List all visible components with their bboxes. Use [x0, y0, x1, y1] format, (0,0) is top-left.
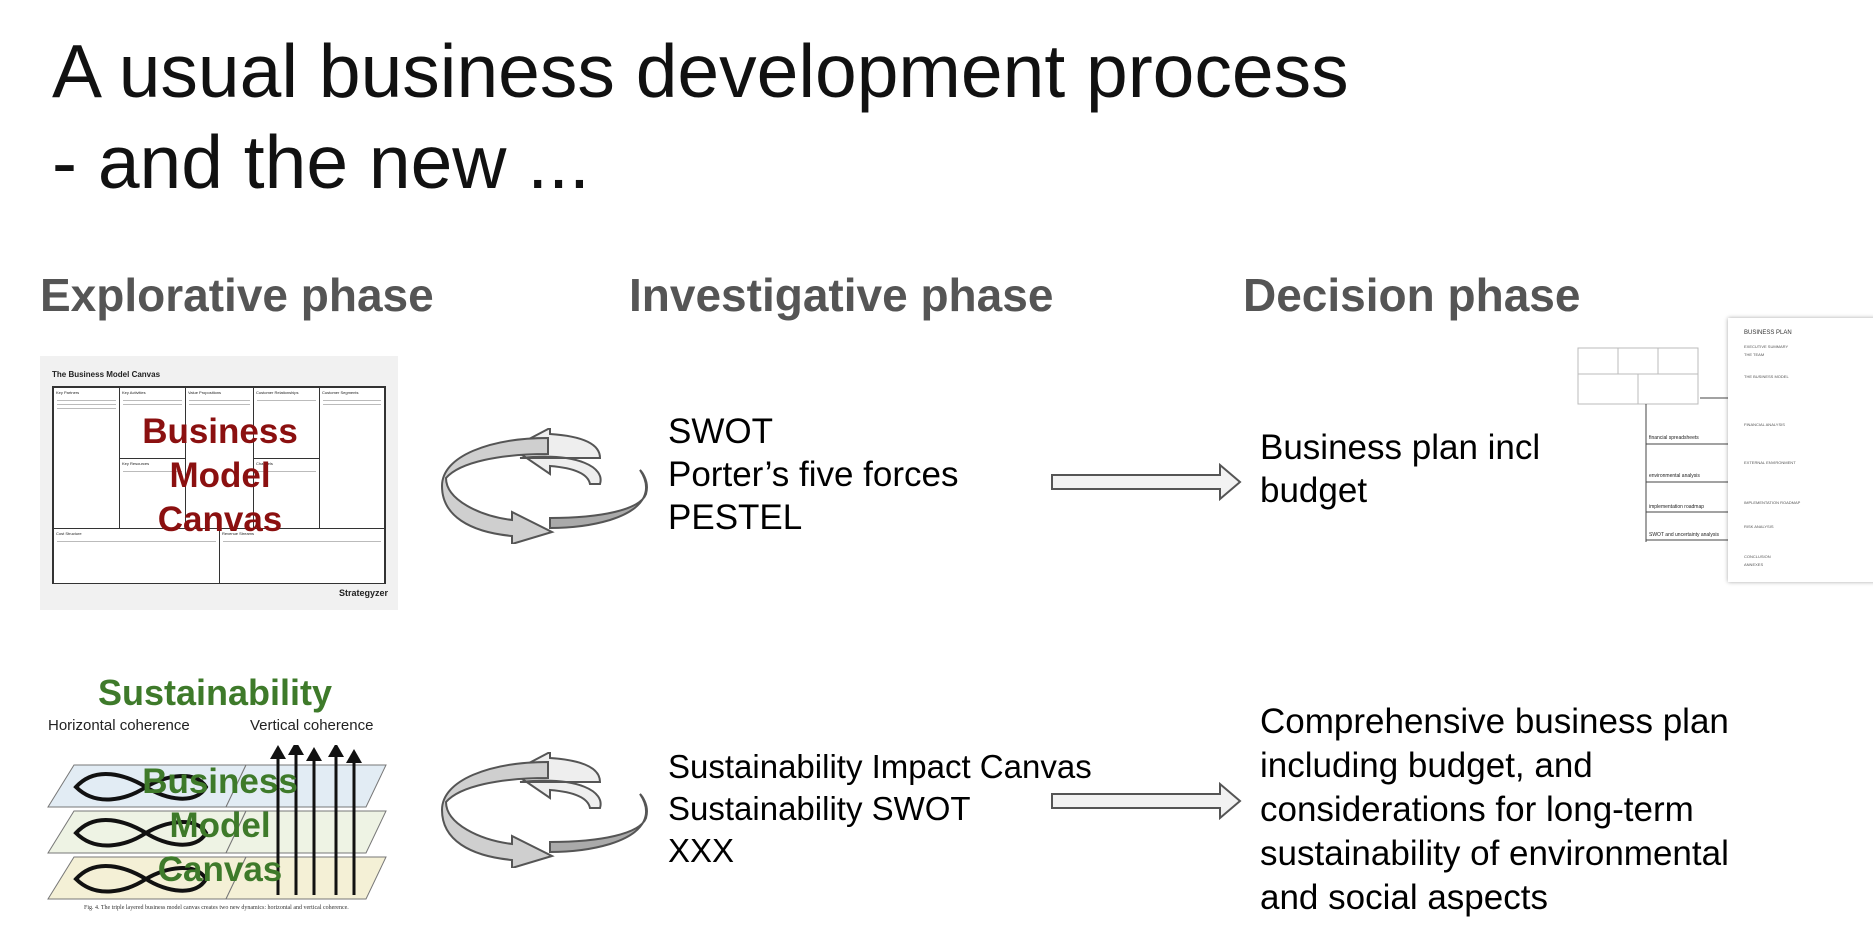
tool-item: XXX [668, 832, 735, 869]
business-model-canvas-image: The Business Model Canvas Key Partners K… [40, 356, 398, 610]
bp-section: THE BUSINESS MODEL [1744, 374, 1789, 379]
overlay-word: Business [142, 412, 298, 451]
business-plan-image: BUSINESS PLAN EXECUTIVE SUMMARY THE TEAM… [1728, 318, 1873, 582]
bp-side-label: financial spreadsheets [1649, 435, 1699, 441]
bp-section: EXECUTIVE SUMMARY [1744, 344, 1789, 349]
bp-side-label: environmental analysis [1649, 473, 1700, 479]
bp-section: CONCLUSION [1744, 554, 1771, 559]
overlay-word: Business [142, 762, 298, 801]
tool-item: Sustainability Impact Canvas [668, 748, 1092, 785]
row2-decision-text: Comprehensive business plan including bu… [1260, 700, 1729, 920]
decision-line: including budget, and [1260, 746, 1593, 785]
tool-item: Porter’s five forces [668, 455, 959, 494]
title-line-2: - and the new ... [52, 120, 590, 204]
overlay-word: Canvas [157, 850, 283, 889]
bp-title: BUSINESS PLAN [1744, 330, 1792, 336]
decision-line: sustainability of environmental [1260, 834, 1729, 873]
row1-tools-list: SWOT Porter’s five forces PESTEL [668, 410, 958, 539]
slide-title: A usual business development process - a… [52, 26, 1349, 208]
row1-decision-text: Business plan incl budget [1260, 426, 1540, 512]
canvas-cell: Key Partners [53, 387, 120, 529]
tool-item: Sustainability SWOT [668, 790, 971, 827]
triple-layer-canvas-figure [47, 745, 387, 900]
business-model-canvas-label: Business Model Canvas [120, 410, 320, 542]
overlay-word: Model [169, 456, 271, 495]
decision-phase-heading: Decision phase [1243, 269, 1581, 321]
investigative-phase-heading: Investigative phase [629, 269, 1054, 321]
decision-line: Comprehensive business plan [1260, 702, 1729, 741]
bp-section: RISK ANALYSIS [1744, 524, 1774, 529]
canvas-thumb-grid: Key Partners Key Activities Value Propos… [52, 386, 386, 584]
row2-tools-list: Sustainability Impact Canvas Sustainabil… [668, 746, 1092, 872]
decision-line: considerations for long-term [1260, 790, 1694, 829]
cycle-arrows-icon [440, 752, 648, 868]
horizontal-coherence-label: Horizontal coherence [48, 717, 190, 734]
overlay-word: Model [169, 806, 271, 845]
right-arrow-icon [1051, 463, 1242, 501]
sustainability-canvas-label: Business Model Canvas [120, 760, 320, 892]
explorative-phase-heading: Explorative phase [40, 269, 434, 321]
canvas-thumb-title: The Business Model Canvas [52, 370, 161, 379]
business-plan-connectors [1577, 347, 1728, 542]
bp-section: IMPLEMENTATION ROADMAP [1744, 500, 1801, 505]
title-line-1: A usual business development process [52, 29, 1349, 113]
bp-section: ANNEXES [1744, 562, 1764, 567]
strategyzer-logo: Strategyzer [338, 588, 388, 598]
sustainability-label: Sustainability [98, 672, 333, 713]
decision-line: Business plan incl [1260, 428, 1541, 467]
vertical-coherence-label: Vertical coherence [250, 717, 374, 734]
cycle-arrows-icon [440, 428, 648, 544]
tool-item: SWOT [668, 412, 773, 451]
overlay-word: Canvas [157, 500, 283, 539]
bp-section: FINANCIAL ANALYSIS [1744, 422, 1785, 427]
tool-item: PESTEL [668, 498, 803, 537]
right-arrow-icon [1051, 782, 1242, 820]
bp-side-label: SWOT and uncertainty analysis [1649, 532, 1719, 538]
decision-line: budget [1260, 471, 1368, 510]
canvas-cell: Revenue Streams [219, 528, 385, 584]
decision-line: and social aspects [1260, 878, 1548, 917]
bp-section: EXTERNAL ENVIRONMENT [1744, 460, 1796, 465]
bp-section: THE TEAM [1744, 352, 1765, 357]
canvas-cell: Customer Segments [319, 387, 385, 529]
figure-caption: Fig. 4. The triple layered business mode… [84, 905, 349, 911]
bp-side-label: implementation roadmap [1649, 504, 1705, 510]
